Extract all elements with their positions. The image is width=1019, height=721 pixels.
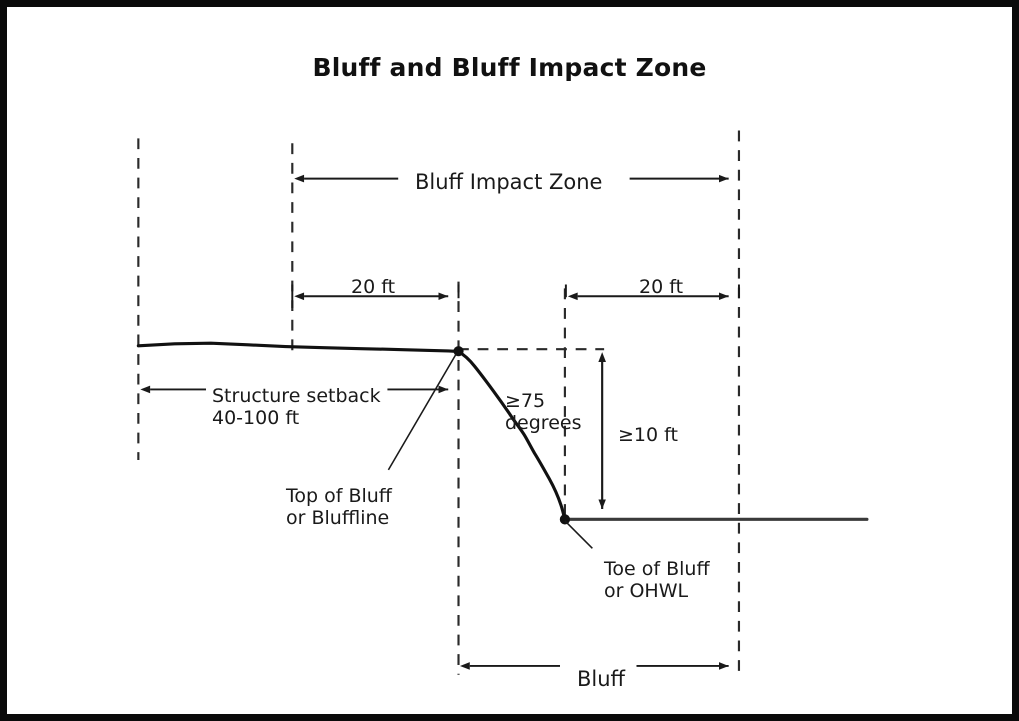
label-slope-angle: ≥75 degrees bbox=[505, 390, 582, 435]
dimension-20ft-landward bbox=[291, 284, 460, 309]
label-top-of-bluff: Top of Bluff or Bluffline bbox=[286, 485, 392, 530]
label-bluff-height: ≥10 ft bbox=[618, 424, 678, 446]
page-title: Bluff and Bluff Impact Zone bbox=[312, 53, 707, 82]
point-toe-of-bluff bbox=[559, 514, 571, 525]
label-bluff-impact-zone: Bluff Impact Zone bbox=[415, 170, 603, 194]
dimension-20ft-waterward bbox=[564, 284, 740, 301]
label-bluff-extent: Bluff bbox=[577, 667, 626, 691]
label-20ft-waterward: 20 ft bbox=[639, 276, 684, 298]
point-top-of-bluff bbox=[453, 346, 464, 357]
bluff-face-line bbox=[456, 349, 567, 522]
bluff-cross-section-diagram bbox=[136, 130, 869, 675]
label-structure-setback: Structure setback 40-100 ft bbox=[212, 385, 381, 430]
leader-line-top-of-bluff bbox=[387, 353, 457, 471]
leader-line-toe-of-bluff bbox=[564, 520, 593, 549]
label-20ft-landward: 20 ft bbox=[351, 276, 396, 298]
label-toe-of-bluff: Toe of Bluff or OHWL bbox=[604, 558, 710, 603]
upland-ground-line bbox=[136, 341, 460, 354]
